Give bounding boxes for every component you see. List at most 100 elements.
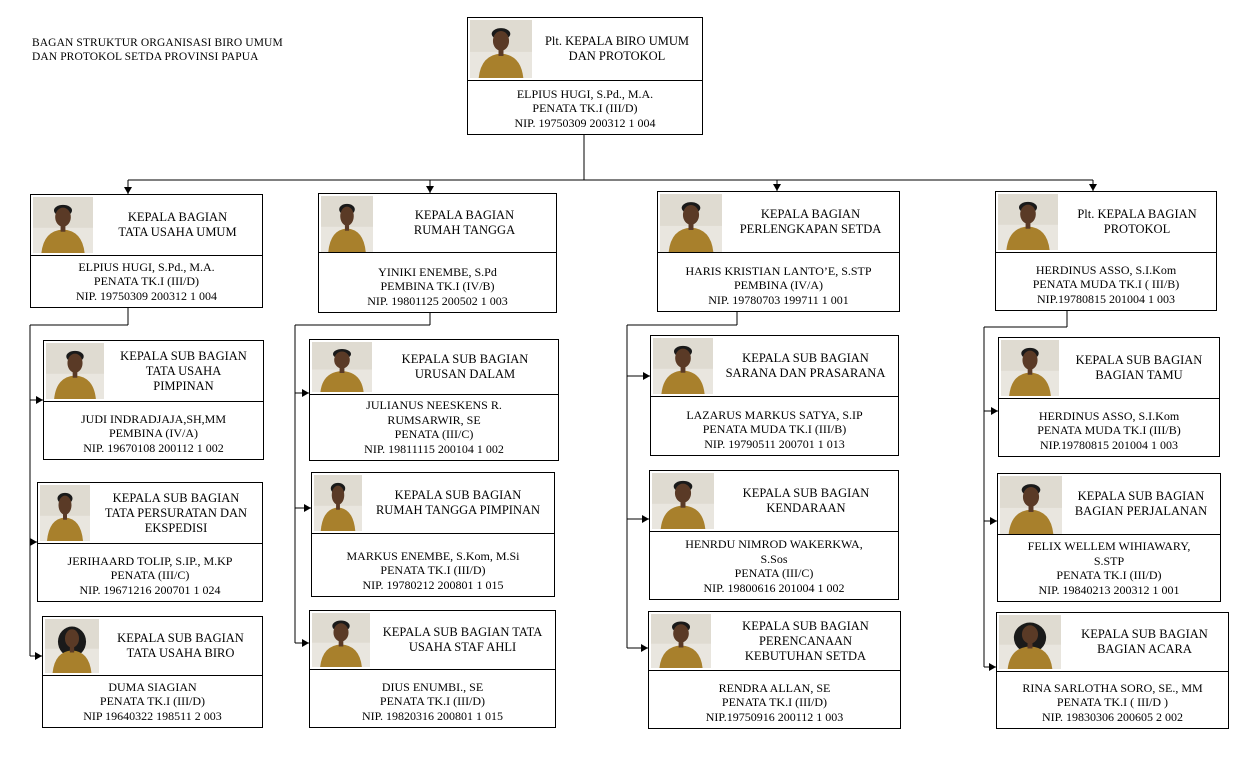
position-title-line: KEBUTUHAN SETDA (744, 648, 867, 663)
arrow-down-icon (426, 186, 434, 193)
page-title-line: DAN PROTOKOL SETDA PROVINSI PAPUA (32, 51, 259, 63)
official-rank: PENATA TK.I (III/D) (532, 101, 638, 115)
position-title-line: TATA USAHA (145, 363, 222, 378)
portrait-photo (321, 196, 373, 257)
official-name: ELPIUS HUGI, S.Pd., M.A. (78, 259, 215, 274)
official-name: LAZARUS MARKUS SATYA, S.IP (686, 407, 863, 422)
arrow-right-icon (989, 663, 996, 671)
official-nip: NIP. 19790511 200701 1 013 (704, 436, 845, 451)
position-title-line: SARANA DAN PRASARANA (725, 366, 886, 380)
official-rank: PENATA TK.I (III/D) (721, 695, 828, 709)
portrait-photo (1001, 340, 1059, 401)
position-title-line: KEPALA SUB BAGIAN (401, 352, 529, 366)
arrow-down-icon (1089, 184, 1097, 191)
position-title-line: BAGIAN ACARA (1097, 642, 1192, 656)
position-title-line: KEPALA SUB BAGIAN (117, 631, 244, 645)
position-title-line: PIMPINAN (153, 378, 214, 393)
official-name: YINIKI ENEMBE, S.Pd (378, 264, 497, 279)
official-nip: NIP.19750916 200112 1 003 (705, 709, 844, 724)
official-nip: NIP. 19820316 200801 1 015 (361, 708, 503, 723)
position-title-line: KENDARAAN (766, 501, 846, 515)
official-nip: NIP. 19800616 201004 1 002 (703, 580, 845, 595)
position-title-line: PERENCANAAN (758, 633, 853, 648)
official-nip: NIP. 19840213 200312 1 001 (1038, 582, 1180, 597)
portrait-photo (660, 194, 722, 257)
arrow-right-icon (302, 639, 309, 647)
portrait-photo (1000, 476, 1062, 539)
position-title-line: Plt. KEPALA BIRO UMUM (544, 34, 689, 48)
official-rank: PENATA TK.I (III/D) (99, 694, 206, 708)
position-title-line: USAHA STAF AHLI (408, 640, 517, 654)
position-title-line: DAN PROTOKOL (568, 49, 666, 63)
portrait-photo (46, 343, 104, 404)
official-nip: NIP 19640322 198511 2 003 (83, 708, 222, 723)
official-nip: NIP. 19830306 200605 2 002 (1041, 709, 1183, 724)
position-title-line: KEPALA SUB BAGIAN (112, 490, 240, 505)
position-title-line: BAGIAN TAMU (1095, 368, 1183, 382)
official-details: ELPIUS HUGI, S.Pd., M.A.PENATA TK.I (III… (470, 87, 700, 131)
official-rank: PEMBINA (IV/A) (109, 426, 198, 440)
arrow-right-icon (35, 652, 42, 660)
position-title-line: KEPALA SUB BAGIAN (742, 351, 869, 365)
position-title-line: PERLENGKAPAN SETDA (739, 222, 882, 236)
official-name: JULIANUS NEESKENS R. (366, 398, 502, 412)
official-nip: NIP. 19780703 199711 1 001 (708, 292, 849, 307)
official-rank: PENATA (III/C) (394, 427, 474, 441)
official-rank: PENATA TK.I (III/D) (380, 563, 486, 577)
official-details: ELPIUS HUGI, S.Pd., M.A.PENATA TK.I (III… (33, 260, 260, 304)
position-title-line: URUSAN DALAM (414, 367, 516, 381)
official-rank: PENATA TK.I ( III/D ) (1056, 695, 1169, 709)
position-title-line: KEPALA BAGIAN (414, 208, 515, 222)
official-rank: PENATA TK.I (III/D) (379, 694, 486, 708)
official-nip: NIP.19780815 201004 1 003 (1039, 437, 1178, 452)
official-name: RUMSARWIR, SE (387, 412, 481, 427)
official-name: HERDINUS ASSO, S.I.Kom (1038, 408, 1180, 423)
arrow-down-icon (124, 187, 132, 194)
arrow-right-icon (642, 515, 649, 523)
portrait-photo (999, 615, 1061, 674)
official-name: MARKUS ENEMBE, S.Kom, M.Si (346, 548, 520, 563)
position-title-line: PROTOKOL (1103, 222, 1171, 236)
position-title-line: TATA PERSURATAN DAN (104, 505, 248, 520)
page-title-line: BAGAN STRUKTUR ORGANISASI BIRO UMUM (32, 37, 283, 49)
official-rank: PENATA MUDA TK.I ( III/B) (1032, 277, 1180, 291)
official-nip: NIP. 19750309 200312 1 004 (514, 115, 656, 130)
official-name: S.STP (1093, 553, 1125, 568)
portrait-photo (40, 485, 90, 546)
official-name: JERIHAARD TOLIP, S.IP., M.KP (67, 553, 233, 568)
official-name: FELIX WELLEM WIHIAWARY, (1027, 539, 1191, 553)
official-name: DUMA SIAGIAN (108, 679, 197, 694)
official-name: JUDI INDRADJAJA,SH,MM (80, 411, 226, 426)
official-name: DIUS ENUMBI., SE (381, 679, 484, 694)
